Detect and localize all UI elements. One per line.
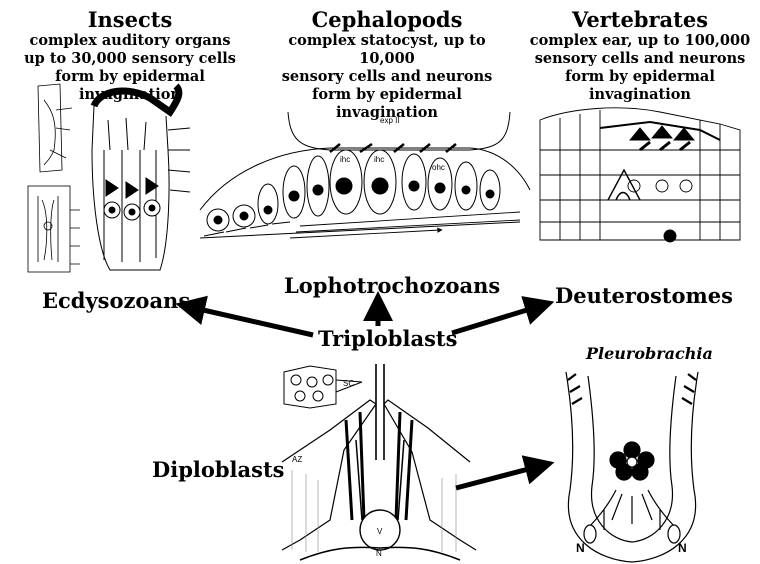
arrow-to-ecdysozoans: [190, 307, 313, 335]
pleurobrachia-statocyst-sketch: [566, 372, 698, 562]
clade-deuterostomes: Deuterostomes: [555, 284, 733, 308]
insect-organ-small-sketch: [28, 84, 80, 272]
label-ohc: ohc: [432, 163, 445, 172]
vertebrate-cochlea-sketch: [540, 108, 740, 242]
clade-ecdysozoans: Ecdysozoans: [42, 289, 190, 313]
label-sc: SC: [343, 379, 354, 388]
arrow-to-deuterostomes: [452, 306, 540, 333]
clade-lophotrochozoans: Lophotrochozoans: [284, 274, 500, 298]
label-ihc-1: ihc: [340, 155, 350, 164]
clade-diploblasts: Diploblasts: [152, 458, 284, 482]
clade-triploblasts: Triploblasts: [318, 327, 457, 351]
label-n: N: [376, 549, 382, 558]
label-az: AZ: [292, 455, 302, 464]
arrow-to-pleurobrachia: [456, 466, 540, 488]
label-exp: exp II: [380, 116, 400, 125]
cephalopod-statocyst-sketch: [200, 112, 530, 238]
label-ihc-2: ihc: [374, 155, 384, 164]
label-v: V: [377, 527, 383, 536]
insect-organ-large-sketch: [92, 86, 190, 270]
label-n-right: N: [678, 541, 687, 555]
label-n-left: N: [576, 541, 585, 555]
pleurobrachia-label: Pleurobrachia: [586, 344, 713, 363]
